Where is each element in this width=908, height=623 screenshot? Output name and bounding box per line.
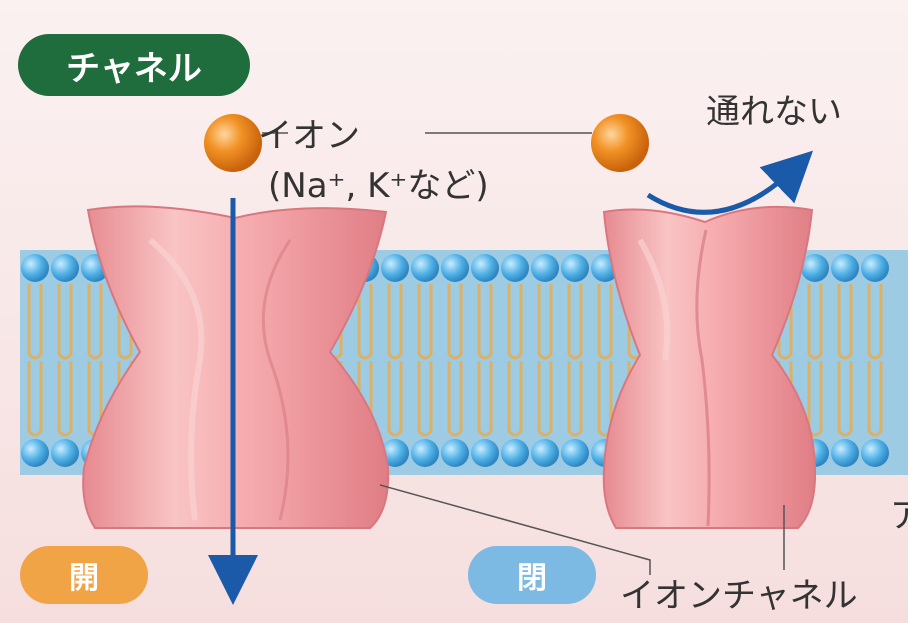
open-state-badge: 開 [20,546,148,604]
closed-state-text: 閉 [517,553,547,597]
phospholipid-head [471,439,499,467]
ion-examples-label: (Na⁺, K⁺など) [268,158,489,207]
cut-off-label: ア [890,488,908,537]
phospholipid-head [471,254,499,282]
cannot-pass-label: 通れない [706,84,842,133]
phospholipid-head [441,254,469,282]
title-text: チャネル [66,41,202,90]
ion-label: イオン [258,108,360,157]
phospholipid-head [501,439,529,467]
phospholipid-head [441,439,469,467]
phospholipid-head [21,254,49,282]
ion-left [204,114,262,172]
ion-channel-label: イオンチャネル [620,568,858,617]
phospholipid-head [381,254,409,282]
phospholipid-head [831,254,859,282]
phospholipid-head [51,254,79,282]
phospholipid-head [21,439,49,467]
phospholipid-head [861,439,889,467]
phospholipid-head [561,439,589,467]
phospholipid-head [501,254,529,282]
phospholipid-head [411,439,439,467]
open-ion-channel [83,206,388,528]
closed-state-badge: 閉 [468,546,596,604]
phospholipid-head [531,254,559,282]
ion-right [591,114,649,172]
title-badge: チャネル [18,34,250,96]
open-state-text: 開 [69,553,99,597]
phospholipid-head [561,254,589,282]
phospholipid-head [831,439,859,467]
phospholipid-head [861,254,889,282]
phospholipid-head [531,439,559,467]
phospholipid-head [51,439,79,467]
phospholipid-head [411,254,439,282]
